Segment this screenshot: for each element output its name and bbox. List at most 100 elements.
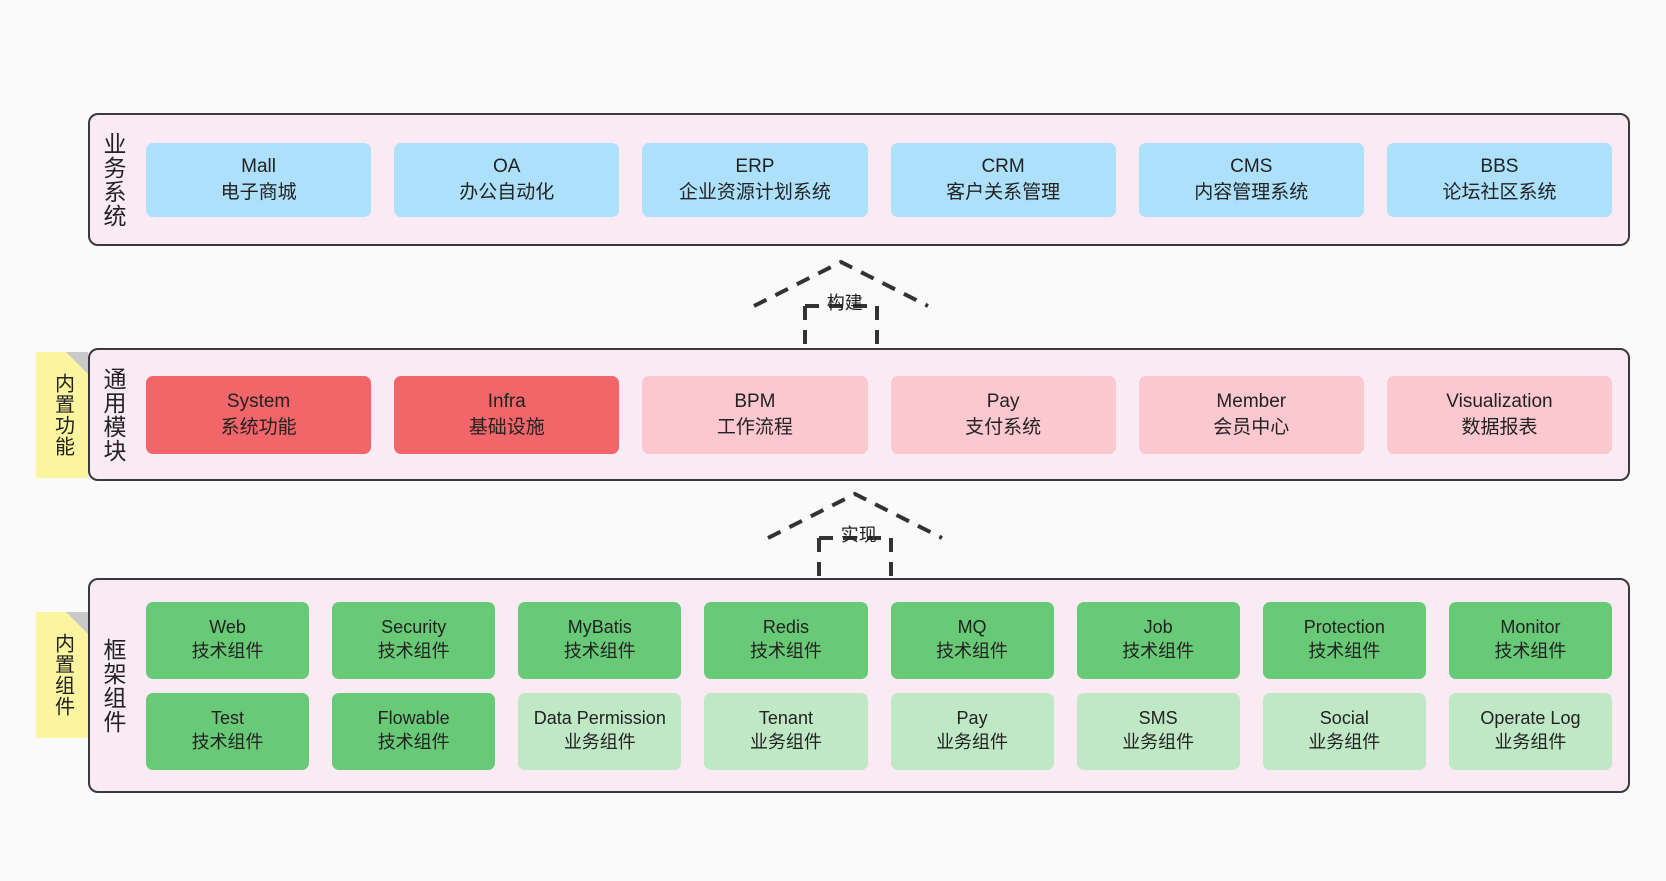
card-title-cn: 数据报表 xyxy=(1461,416,1538,438)
card-oa[interactable]: OA 办公自动化 xyxy=(394,142,620,217)
card-member[interactable]: Member 会员中心 xyxy=(1138,375,1364,454)
card-title-cn: 业务组件 xyxy=(936,732,1009,752)
card-visualization[interactable]: Visualization 数据报表 xyxy=(1386,375,1613,454)
card-title-en: Security xyxy=(381,617,447,638)
card-title-cn: 技术组件 xyxy=(191,732,264,752)
card-operate-log[interactable]: Operate Log 业务组件 xyxy=(1448,692,1612,770)
card-title-en: Data Permission xyxy=(533,708,666,729)
card-row: System 系统功能 Infra 基础设施 BPM 工作流程 Pay 支付系统… xyxy=(146,375,1613,454)
note-label: 内置功能 xyxy=(51,373,74,457)
card-title-cn: 客户关系管理 xyxy=(946,181,1061,203)
card-social[interactable]: Social 业务组件 xyxy=(1262,692,1426,770)
card-mall[interactable]: Mall 电子商城 xyxy=(146,142,372,217)
layer-framework-components: 框架组件 Web 技术组件 Security 技术组件 MyBatis 技术组件… xyxy=(88,578,1630,793)
card-web[interactable]: Web 技术组件 xyxy=(146,601,310,679)
card-title-en: Pay xyxy=(956,708,988,729)
card-security[interactable]: Security 技术组件 xyxy=(332,601,496,679)
card-monitor[interactable]: Monitor 技术组件 xyxy=(1448,601,1612,679)
card-title-cn: 企业资源计划系统 xyxy=(678,181,831,203)
dashed-open-arrow-up-icon xyxy=(767,491,943,576)
card-test[interactable]: Test 技术组件 xyxy=(146,692,310,770)
card-title-cn: 会员中心 xyxy=(1213,416,1290,438)
layer-body-framework: Web 技术组件 Security 技术组件 MyBatis 技术组件 Redi… xyxy=(136,580,1628,791)
card-bpm[interactable]: BPM 工作流程 xyxy=(642,375,868,454)
card-title-cn: 工作流程 xyxy=(716,416,793,438)
card-title-en: Infra xyxy=(487,391,526,413)
card-title-en: System xyxy=(226,391,291,413)
card-row: Web 技术组件 Security 技术组件 MyBatis 技术组件 Redi… xyxy=(146,601,1612,679)
card-title-en: Operate Log xyxy=(1480,708,1581,729)
card-title-cn: 内容管理系统 xyxy=(1194,181,1309,203)
card-bbs[interactable]: BBS 论坛社区系统 xyxy=(1386,142,1613,217)
card-protection[interactable]: Protection 技术组件 xyxy=(1262,601,1426,679)
card-title-cn: 支付系统 xyxy=(965,416,1042,438)
card-title-cn: 技术组件 xyxy=(1308,641,1381,661)
note-builtin-features: 内置功能 xyxy=(36,352,88,478)
layer-body-common: System 系统功能 Infra 基础设施 BPM 工作流程 Pay 支付系统… xyxy=(136,350,1628,479)
card-title-en: Flowable xyxy=(377,708,450,729)
card-title-cn: 技术组件 xyxy=(1494,641,1567,661)
card-mybatis[interactable]: MyBatis 技术组件 xyxy=(518,601,682,679)
card-title-cn: 技术组件 xyxy=(191,641,264,661)
card-title-cn: 业务组件 xyxy=(749,732,822,752)
card-crm[interactable]: CRM 客户关系管理 xyxy=(890,142,1116,217)
card-erp[interactable]: ERP 企业资源计划系统 xyxy=(642,142,868,217)
connector-build: 构建 xyxy=(748,258,934,344)
card-mq[interactable]: MQ 技术组件 xyxy=(890,601,1054,679)
layer-title-business: 业务系统 xyxy=(100,131,126,228)
card-title-en: Protection xyxy=(1303,617,1385,638)
layer-business-system: 业务系统 Mall 电子商城 OA 办公自动化 ERP 企业资源计划系统 CRM… xyxy=(88,113,1630,246)
card-title-cn: 业务组件 xyxy=(563,732,636,752)
card-job[interactable]: Job 技术组件 xyxy=(1076,601,1240,679)
card-title-en: MQ xyxy=(957,617,987,638)
card-title-en: BBS xyxy=(1480,156,1519,178)
card-cms[interactable]: CMS 内容管理系统 xyxy=(1138,142,1364,217)
card-title-cn: 论坛社区系统 xyxy=(1442,181,1557,203)
card-title-cn: 业务组件 xyxy=(1494,732,1567,752)
card-title-cn: 技术组件 xyxy=(377,641,450,661)
card-title-cn: 技术组件 xyxy=(749,641,822,661)
card-title-en: Web xyxy=(209,617,246,638)
card-title-cn: 基础设施 xyxy=(468,416,545,438)
card-title-cn: 系统功能 xyxy=(220,416,297,438)
card-title-cn: 技术组件 xyxy=(563,641,636,661)
card-title-cn: 办公自动化 xyxy=(459,181,555,203)
card-title-en: Visualization xyxy=(1446,391,1553,413)
card-title-en: Tenant xyxy=(758,708,813,729)
card-title-en: ERP xyxy=(735,156,775,178)
card-tenant[interactable]: Tenant 业务组件 xyxy=(704,692,868,770)
card-redis[interactable]: Redis 技术组件 xyxy=(704,601,868,679)
connector-implement: 实现 xyxy=(762,490,948,576)
card-infra[interactable]: Infra 基础设施 xyxy=(394,375,620,454)
card-title-en: Monitor xyxy=(1500,617,1561,638)
card-pay-business[interactable]: Pay 业务组件 xyxy=(890,692,1054,770)
card-title-en: Test xyxy=(211,708,245,729)
card-flowable[interactable]: Flowable 技术组件 xyxy=(332,692,496,770)
card-title-cn: 技术组件 xyxy=(936,641,1009,661)
card-title-en: Pay xyxy=(986,391,1020,413)
card-title-en: Social xyxy=(1319,708,1369,729)
card-pay[interactable]: Pay 支付系统 xyxy=(890,375,1116,454)
card-title-cn: 业务组件 xyxy=(1308,732,1381,752)
card-title-cn: 业务组件 xyxy=(1122,732,1195,752)
note-label: 内置组件 xyxy=(51,633,74,717)
card-title-en: Member xyxy=(1216,391,1287,413)
card-title-en: Job xyxy=(1143,617,1173,638)
card-title-en: Mall xyxy=(241,156,276,178)
card-title-en: SMS xyxy=(1138,708,1178,729)
card-data-permission[interactable]: Data Permission 业务组件 xyxy=(518,692,682,770)
card-title-en: BPM xyxy=(734,391,776,413)
layer-title-common: 通用模块 xyxy=(100,366,126,463)
card-title-en: OA xyxy=(493,156,521,178)
dashed-open-arrow-up-icon xyxy=(753,259,929,344)
card-title-en: MyBatis xyxy=(567,617,632,638)
layer-body-business: Mall 电子商城 OA 办公自动化 ERP 企业资源计划系统 CRM 客户关系… xyxy=(136,115,1628,244)
layer-title-framework: 框架组件 xyxy=(100,637,126,734)
card-sms[interactable]: SMS 业务组件 xyxy=(1076,692,1240,770)
note-builtin-components: 内置组件 xyxy=(36,612,88,738)
card-title-cn: 技术组件 xyxy=(1122,641,1195,661)
card-system[interactable]: System 系统功能 xyxy=(146,375,372,454)
card-title-en: CRM xyxy=(981,156,1025,178)
layer-common-modules: 通用模块 System 系统功能 Infra 基础设施 BPM 工作流程 Pay… xyxy=(88,348,1630,481)
